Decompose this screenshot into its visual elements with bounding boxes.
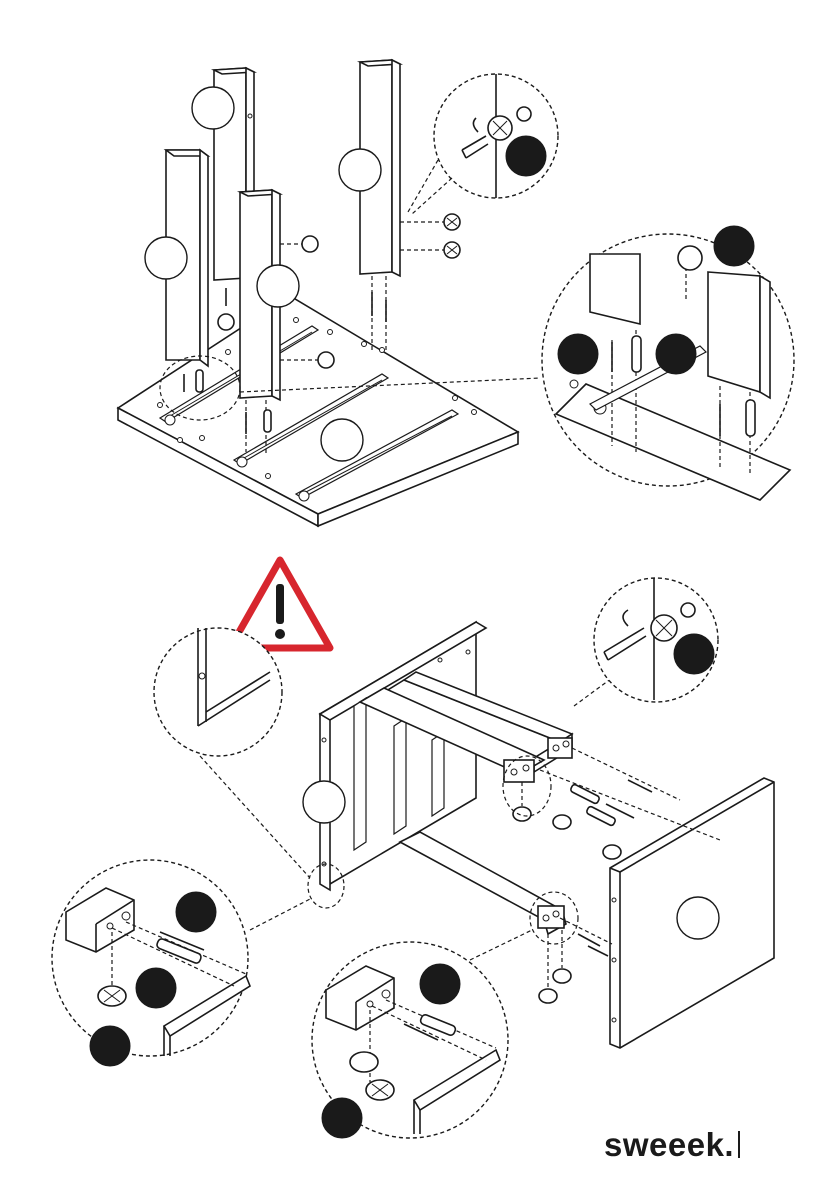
detail-bubble-dowel-insert [542,226,794,500]
step-label-solid [136,968,176,1008]
detail-bubble-cam-tighten [408,74,558,214]
brand-divider [738,1131,740,1158]
step-label-solid [656,334,696,374]
step-1-illustration [118,60,794,526]
step-label-solid [674,634,714,674]
detail-bubble-cam-tighten-2 [594,578,718,702]
side-panel-left [320,622,486,890]
detail-bubble-rail-joint-left [52,860,250,1066]
part-label-circle [321,419,363,461]
step-label-solid [558,334,598,374]
detail-bubble-rail-joint-middle [312,942,508,1138]
step-label-solid [714,226,754,266]
part-label-circle [257,265,299,307]
brand-logo: sweeek. [604,1126,734,1164]
part-label-circle [677,897,719,939]
step-label-solid [420,964,460,1004]
part-label-circle [303,781,345,823]
step-label-solid [322,1098,362,1138]
detail-bubble-panel-edge [154,628,282,756]
part-label-circle [192,87,234,129]
step-label-solid [176,892,216,932]
cross-rail-bottom [400,832,566,934]
step-2-illustration [52,560,774,1138]
part-label-circle [339,149,381,191]
step-label-solid [506,136,546,176]
part-label-circle [145,237,187,279]
step-label-solid [90,1026,130,1066]
